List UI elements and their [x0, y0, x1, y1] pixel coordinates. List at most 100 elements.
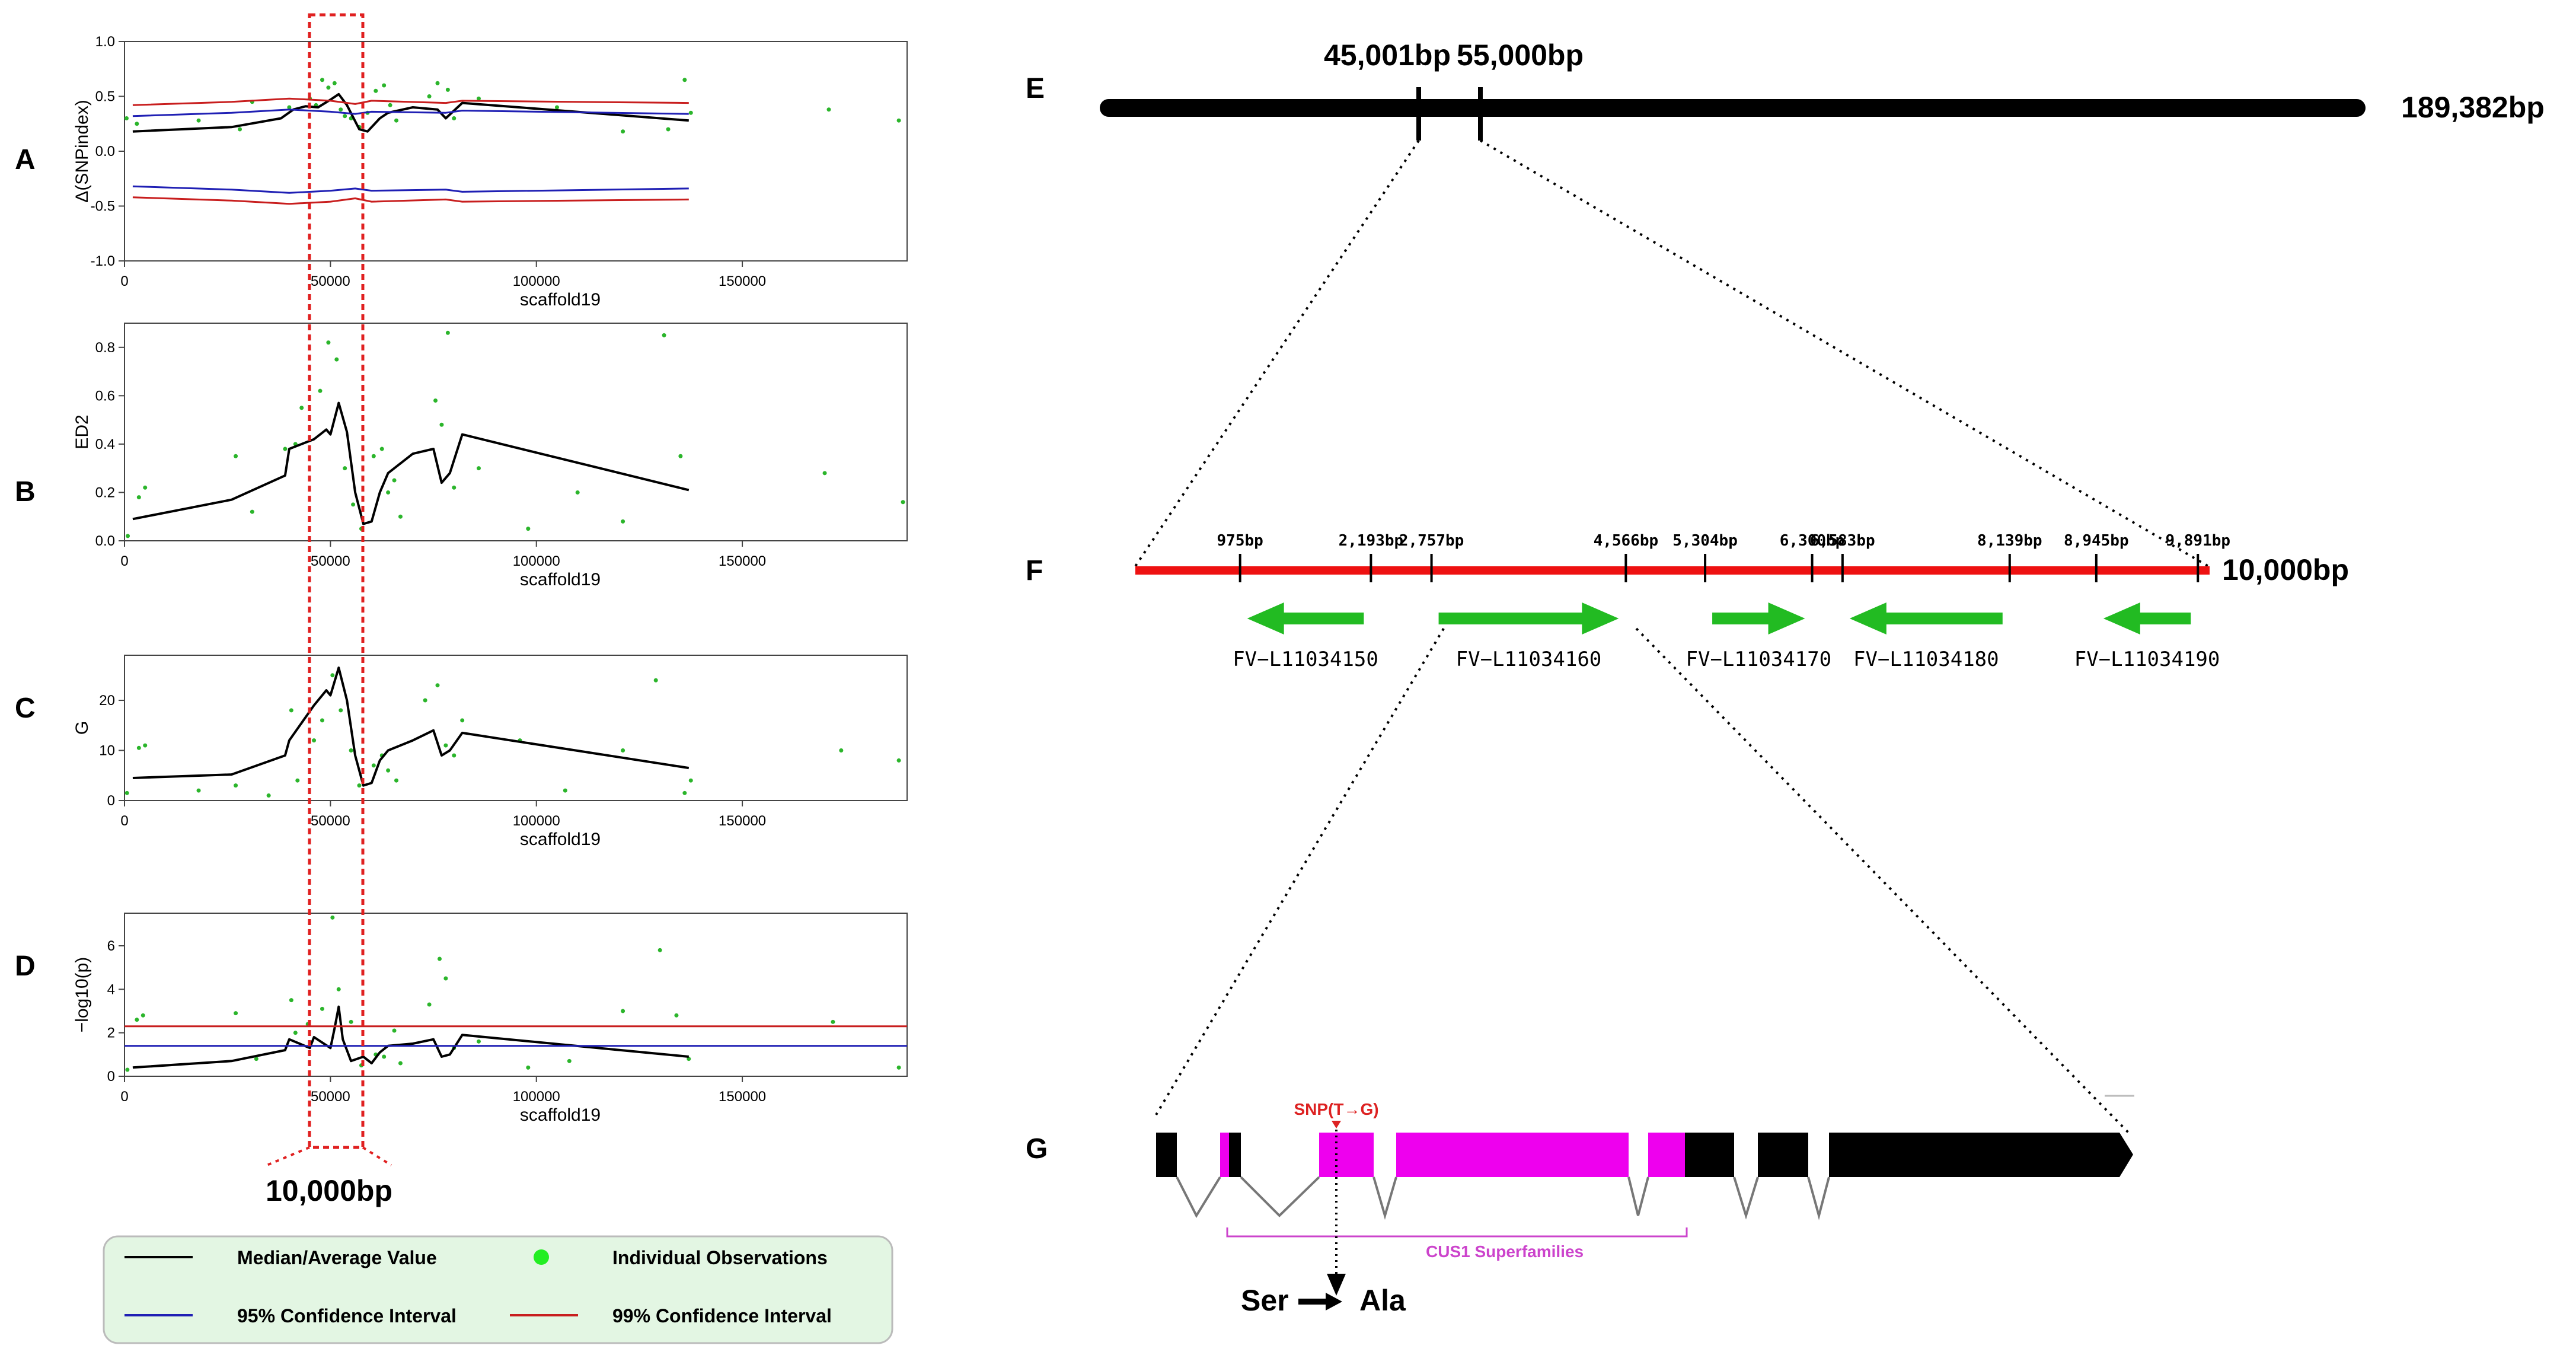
region-tick-label: 9,891bp	[2165, 532, 2230, 550]
region-tick-label: 4,566bp	[1594, 532, 1659, 550]
exon-6	[1758, 1133, 1808, 1177]
observation-point-a	[320, 78, 324, 82]
observation-point-d	[398, 1061, 403, 1066]
observation-point-d	[135, 1018, 139, 1022]
observation-point-b	[250, 509, 254, 514]
observation-point-b	[234, 454, 238, 458]
panel-letter-b: B	[15, 476, 36, 508]
observation-point-d	[567, 1058, 572, 1063]
observation-point-b	[334, 357, 339, 362]
series-median-c	[132, 667, 690, 787]
observation-point-d	[336, 987, 341, 991]
observation-point-c	[563, 788, 567, 793]
y-tick-label-d: 6	[107, 938, 115, 954]
observation-point-b	[476, 466, 481, 471]
observation-point-a	[445, 87, 450, 92]
observation-point-c	[266, 793, 271, 798]
y-tick-label-b: 0.8	[95, 340, 115, 356]
snp-arrowhead	[1327, 1274, 1346, 1296]
observation-point-d	[437, 956, 442, 961]
observation-point-d	[254, 1057, 258, 1061]
panel-letter-e: E	[1026, 73, 1045, 104]
observation-point-c	[371, 763, 376, 768]
region-tick-label: 2,193bp	[1339, 532, 1404, 550]
observation-point-a	[682, 78, 687, 82]
observation-point-a	[666, 127, 671, 132]
observation-point-b	[318, 388, 323, 393]
y-tick-label-a: 0.0	[95, 144, 115, 160]
y-tick-label-b: 0.0	[95, 533, 115, 549]
plot-frame-c	[124, 655, 908, 801]
amino-acid-from: Ser	[1241, 1284, 1289, 1317]
x-tick-label-d: 150000	[719, 1089, 766, 1105]
observation-point-a	[124, 116, 129, 120]
observation-point-b	[326, 340, 331, 345]
exon-2	[1229, 1133, 1241, 1177]
x-tick-label-b: 0	[120, 553, 128, 569]
panel-letter-g: G	[1026, 1133, 1048, 1165]
observation-point-b	[343, 466, 347, 471]
series-median-d	[132, 1005, 689, 1069]
y-tick-label-a: -1.0	[91, 253, 115, 269]
observation-point-d	[621, 1009, 625, 1013]
legend-observation-swatch	[534, 1249, 549, 1265]
observation-point-b	[662, 333, 666, 337]
y-tick-label-a: 0.5	[95, 89, 115, 105]
observation-point-a	[382, 83, 387, 88]
observation-point-a	[826, 107, 831, 112]
exon-7-final	[1829, 1133, 2133, 1177]
region-length-label: 10,000bp	[2222, 553, 2349, 586]
observation-point-b	[379, 447, 384, 451]
panel-letter-c: C	[15, 693, 36, 724]
x-tick-label-b: 50000	[311, 553, 350, 569]
x-tick-label-d: 0	[120, 1089, 128, 1105]
observation-point-c	[125, 790, 129, 795]
amino-acid-to: Ala	[1359, 1284, 1406, 1317]
gene-name-label: FV−L11034190	[2074, 648, 2220, 671]
exon-3-coding	[1319, 1133, 1374, 1177]
observation-point-a	[332, 81, 337, 85]
observation-point-b	[392, 478, 397, 483]
snp-label: SNP(T→G)	[1294, 1100, 1378, 1118]
intron-4	[1627, 1176, 1649, 1216]
observation-point-a	[896, 118, 901, 123]
observation-point-a	[452, 116, 457, 120]
observation-point-c	[330, 673, 335, 678]
observation-point-b	[901, 500, 905, 505]
y-tick-label-b: 0.2	[95, 484, 115, 500]
observation-point-b	[526, 527, 531, 531]
exon-1	[1156, 1133, 1177, 1177]
region-tick-label: 8,945bp	[2064, 532, 2129, 550]
observation-point-a	[554, 105, 559, 110]
region-end-label: 55,000bp	[1457, 39, 1584, 72]
plot-frame-b	[124, 323, 908, 541]
region-tick-label: 975bp	[1217, 532, 1263, 550]
x-axis-label-a: scaffold19	[520, 290, 601, 310]
panel-letter-a: A	[15, 144, 36, 176]
gene-exons	[1156, 1133, 2133, 1177]
x-axis-label-d: scaffold19	[520, 1105, 601, 1125]
gene-arrow	[1438, 602, 1619, 634]
legend-observation-label: Individual Observations	[612, 1247, 828, 1268]
intron-2	[1240, 1176, 1320, 1217]
observation-point-a	[388, 103, 392, 107]
series-ci99-lower-a	[132, 196, 689, 205]
series-median-a	[132, 93, 689, 133]
observation-point-a	[374, 88, 378, 93]
observation-point-b	[445, 330, 450, 335]
observation-point-c	[839, 748, 844, 753]
series-ci99-upper-a	[132, 97, 689, 106]
observation-point-c	[295, 778, 300, 783]
exon-5	[1685, 1133, 1734, 1177]
observation-point-d	[234, 1011, 238, 1016]
zoom-connector-left-ef	[1134, 139, 1420, 567]
x-tick-label-a: 150000	[719, 273, 766, 289]
observation-point-a	[476, 96, 481, 101]
observation-point-c	[460, 718, 465, 723]
x-axis-label-c: scaffold19	[520, 830, 601, 849]
